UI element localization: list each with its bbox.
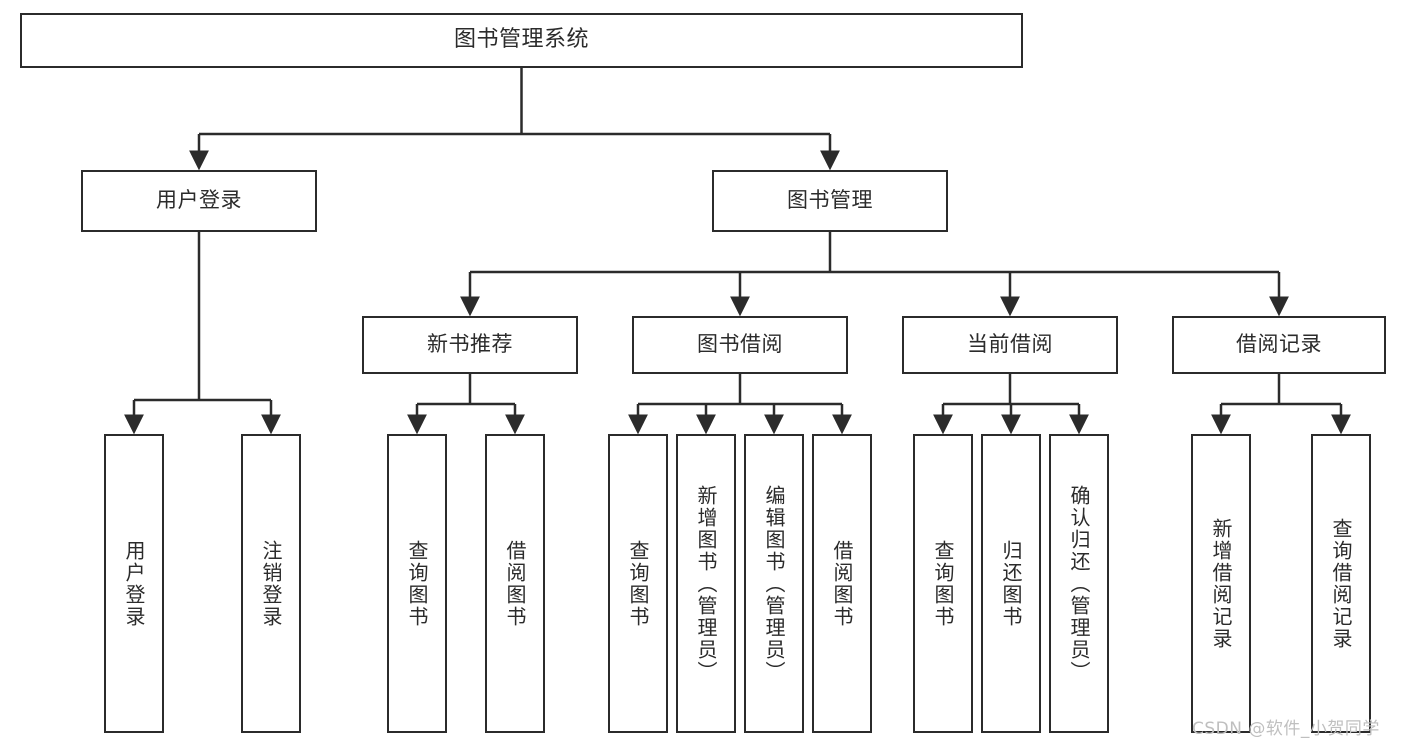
watermark-text: CSDN @软件_小贺同学 [1192, 719, 1380, 739]
node-label: 用户登录 [122, 539, 146, 628]
node-label: 查询图书 [626, 539, 650, 628]
node-label: 借阅图书 [830, 539, 854, 628]
node-label: 确认归还（管理员） [1067, 484, 1091, 683]
node-current_borrow[interactable]: 当前借阅 [902, 316, 1118, 374]
node-leaf_edit[interactable]: 编辑图书（管理员） [744, 434, 804, 733]
node-leaf_q2[interactable]: 查询图书 [608, 434, 668, 733]
node-label: 编辑图书（管理员） [762, 484, 786, 683]
node-leaf_add[interactable]: 新增图书（管理员） [676, 434, 736, 733]
node-label: 查询借阅记录 [1329, 517, 1353, 650]
node-book_mgmt[interactable]: 图书管理 [712, 170, 948, 232]
node-label: 新书推荐 [427, 332, 513, 357]
node-label: 新增借阅记录 [1209, 517, 1233, 650]
node-label: 查询图书 [405, 539, 429, 628]
node-label: 归还图书 [999, 539, 1023, 628]
node-leaf_addrec[interactable]: 新增借阅记录 [1191, 434, 1251, 733]
node-leaf_login[interactable]: 用户登录 [104, 434, 164, 733]
node-leaf_q3[interactable]: 查询图书 [913, 434, 973, 733]
node-leaf_logout[interactable]: 注销登录 [241, 434, 301, 733]
node-leaf_b1[interactable]: 借阅图书 [485, 434, 545, 733]
node-leaf_qrec[interactable]: 查询借阅记录 [1311, 434, 1371, 733]
node-label: 借阅图书 [503, 539, 527, 628]
node-label: 注销登录 [259, 539, 283, 628]
node-user_login[interactable]: 用户登录 [81, 170, 317, 232]
node-label: 查询图书 [931, 539, 955, 628]
node-root[interactable]: 图书管理系统 [20, 13, 1023, 68]
node-label: 用户登录 [156, 188, 242, 213]
node-leaf_b2[interactable]: 借阅图书 [812, 434, 872, 733]
node-label: 图书借阅 [697, 332, 783, 357]
node-label: 图书管理系统 [453, 27, 589, 53]
node-leaf_return[interactable]: 归还图书 [981, 434, 1041, 733]
node-label: 图书管理 [787, 188, 873, 213]
node-leaf_q1[interactable]: 查询图书 [387, 434, 447, 733]
node-label: 新增图书（管理员） [694, 484, 718, 683]
node-label: 借阅记录 [1236, 332, 1322, 357]
node-book_borrow[interactable]: 图书借阅 [632, 316, 848, 374]
node-leaf_confirm[interactable]: 确认归还（管理员） [1049, 434, 1109, 733]
node-borrow_record[interactable]: 借阅记录 [1172, 316, 1386, 374]
node-new_book_rec[interactable]: 新书推荐 [362, 316, 578, 374]
node-label: 当前借阅 [967, 332, 1053, 357]
